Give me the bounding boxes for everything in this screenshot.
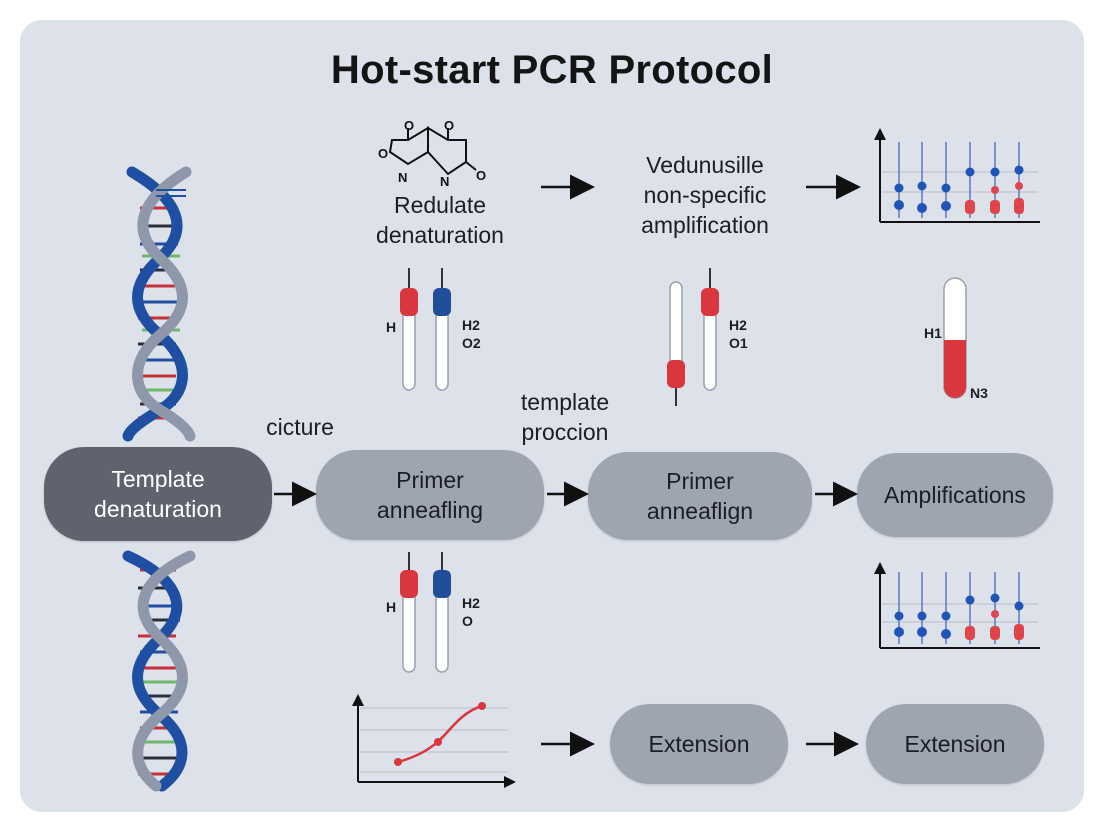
step-primer-annealing-2: Primer anneaflign: [588, 452, 812, 540]
step-label: Extension: [904, 731, 1006, 757]
thermo-bottom-label: N3: [970, 385, 988, 401]
step-template-denaturation: Template denaturation: [44, 447, 272, 541]
dna-helix-icon: [122, 166, 196, 442]
dot-plot-icon-bottom: [874, 562, 1040, 649]
tube3-left-label: H: [386, 599, 397, 615]
step-label: Primer anneafling: [376, 467, 484, 523]
step-label: Amplifications: [884, 482, 1026, 508]
molecule-icon: [388, 126, 477, 176]
diagram-title: Hot-start PCR Protocol: [330, 48, 774, 92]
thermometer-icon: [943, 277, 967, 399]
step-extension-1: Extension: [610, 704, 788, 784]
step-amplifications: Amplifications: [857, 453, 1053, 537]
tube1-left-label: H: [386, 319, 397, 335]
atom-label: O: [476, 168, 486, 183]
atom-label: O: [444, 118, 454, 133]
test-tube-icon-2: [667, 268, 719, 406]
step-primer-annealing-1: Primer anneafling: [316, 450, 544, 540]
diagram-panel: [20, 20, 1084, 812]
flow-arrows: [274, 174, 861, 757]
dna-helix-icon-bottom: [122, 550, 196, 792]
step-label: Template denaturation: [94, 466, 222, 522]
step-extension-2: Extension: [866, 704, 1044, 784]
tube1-right-label: H2 O2: [462, 317, 481, 351]
atom-label: O: [404, 118, 414, 133]
atom-label: O: [378, 146, 388, 161]
molecule-atoms: O O N O N O: [378, 118, 486, 189]
test-tube-icon: [400, 268, 451, 391]
tube2-right-label: H2 O1: [729, 317, 748, 351]
dot-plot-icon: [874, 128, 1040, 223]
thermo-top-label: H1: [924, 325, 942, 341]
atom-label: N: [440, 174, 449, 189]
tube3-right-label: H2 O: [462, 595, 480, 629]
label-vedunusille: Vedunusille non-specific amplification: [641, 152, 769, 238]
step-label: Primer anneaflign: [646, 468, 754, 524]
test-tube-icon-3: [400, 552, 451, 673]
step-label: Extension: [648, 731, 750, 757]
line-graph-icon: [352, 694, 516, 788]
label-template-proccion: template proccion: [520, 389, 610, 445]
atom-label: N: [398, 170, 407, 185]
label-redulate-denaturation: Redulate denaturation: [376, 192, 504, 248]
label-cicture: cicture: [266, 414, 334, 440]
